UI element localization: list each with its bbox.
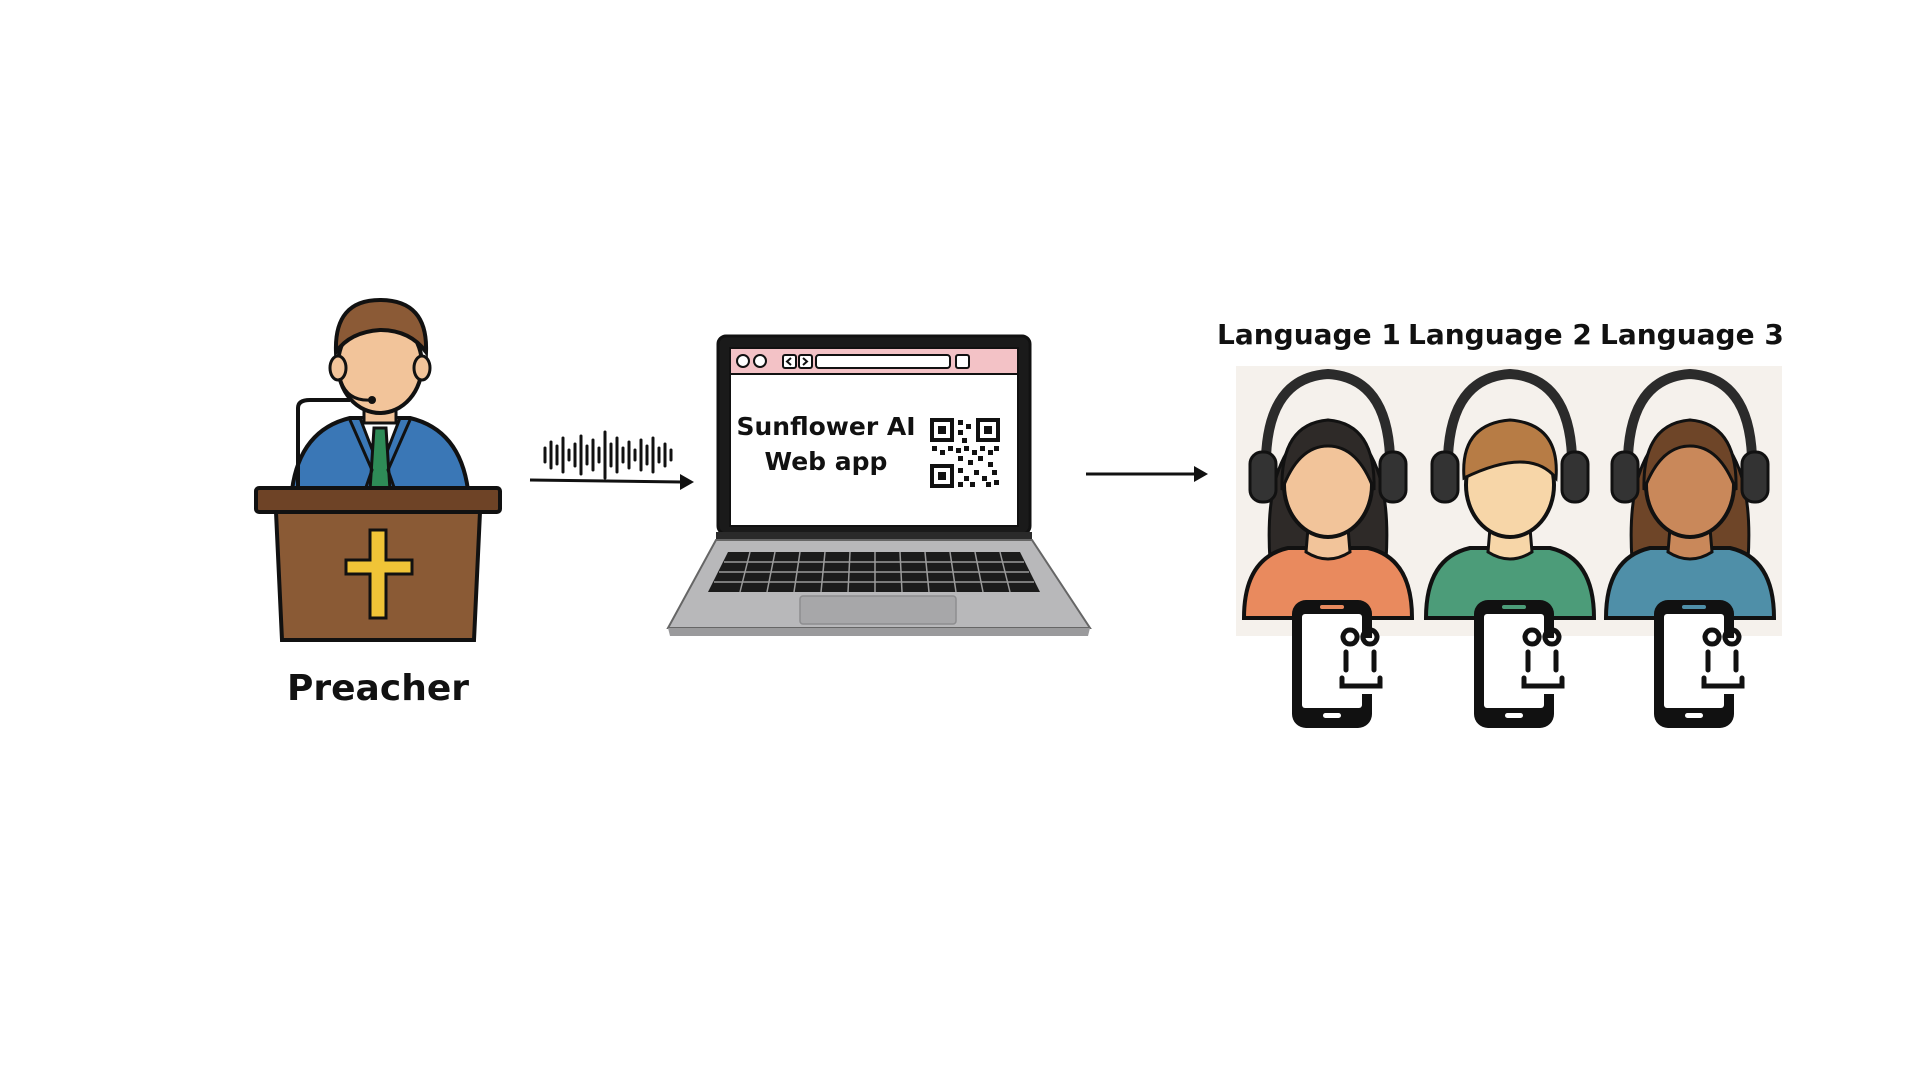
phone-with-earbuds-icon [1292,600,1384,728]
phone-with-earbuds-icon [1654,600,1746,728]
phone-with-earbuds-icon [1474,600,1566,728]
